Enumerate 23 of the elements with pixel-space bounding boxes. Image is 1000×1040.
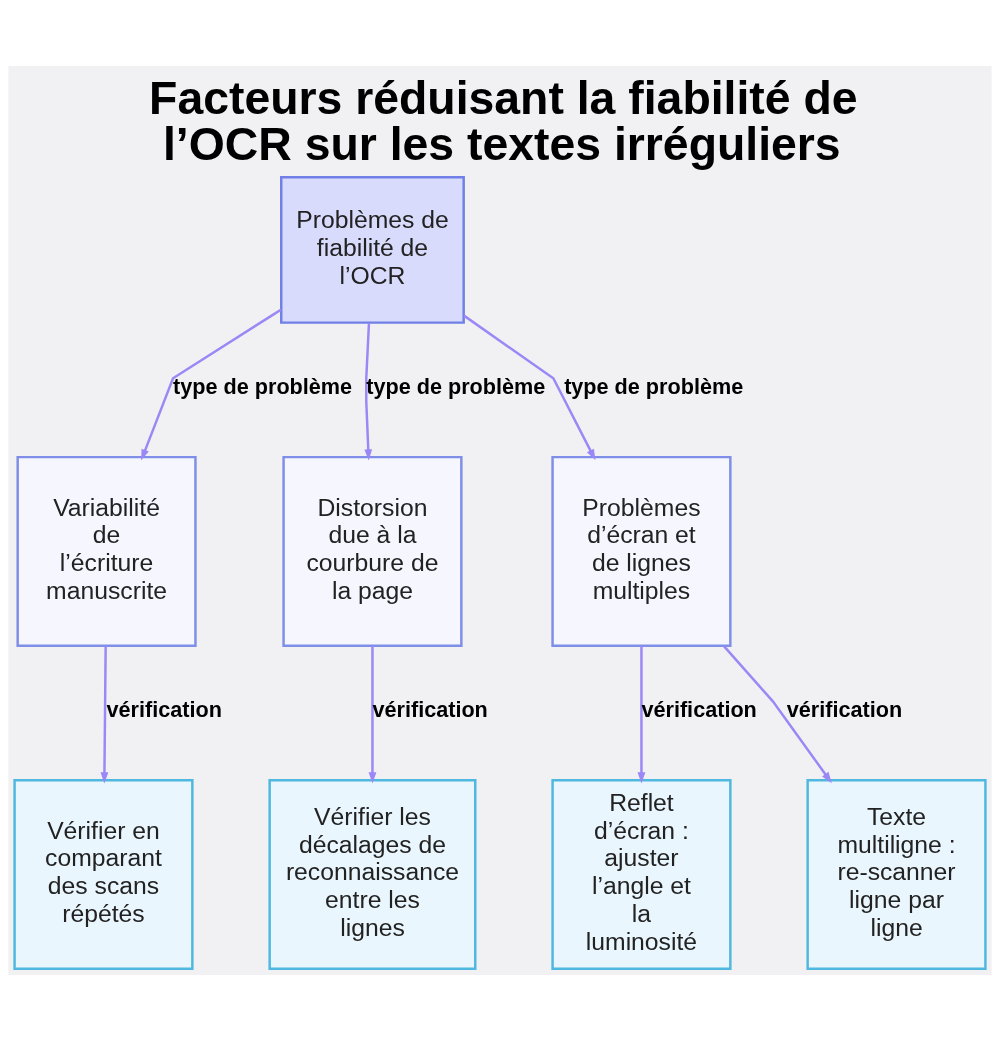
diagram-title: Facteurs réduisant la fiabilité de l’OCR sur les textes irréguliers: [149, 71, 858, 170]
node-box: Problèmes d’écran et de lignes multiples: [551, 455, 732, 647]
edge-label: type de problème: [173, 373, 353, 399]
edge-label: vérification: [641, 696, 757, 722]
arrow: [364, 322, 373, 460]
node-box: Reflet d’écran : ajuster l’angle et la luminosité: [551, 778, 732, 970]
edge-label: type de problème: [564, 373, 744, 399]
node-box: Distorsion due à la courbure de la page: [282, 455, 463, 647]
node-box: Texte multiligne : re-scanner ligne par ligne: [806, 778, 987, 970]
arrow: [368, 645, 377, 783]
node-box: Problèmes de fiabilité de l’OCR: [280, 175, 465, 324]
edge-label: vérification: [786, 696, 903, 722]
arrow: [723, 644, 832, 783]
arrow: [100, 645, 109, 783]
node-box: Vérifier en comparant des scans répétés: [13, 778, 194, 970]
arrow: [637, 645, 646, 783]
arrow: [463, 314, 596, 460]
node-box: Variabilité de l’écriture manuscrite: [16, 455, 197, 647]
arrow: [141, 308, 282, 461]
edge-label: vérification: [372, 696, 488, 722]
edge-label: vérification: [106, 696, 222, 722]
node-box: Vérifier les décalages de reconnaissance entre les lignes: [268, 778, 477, 970]
edge-label: type de problème: [366, 373, 546, 399]
